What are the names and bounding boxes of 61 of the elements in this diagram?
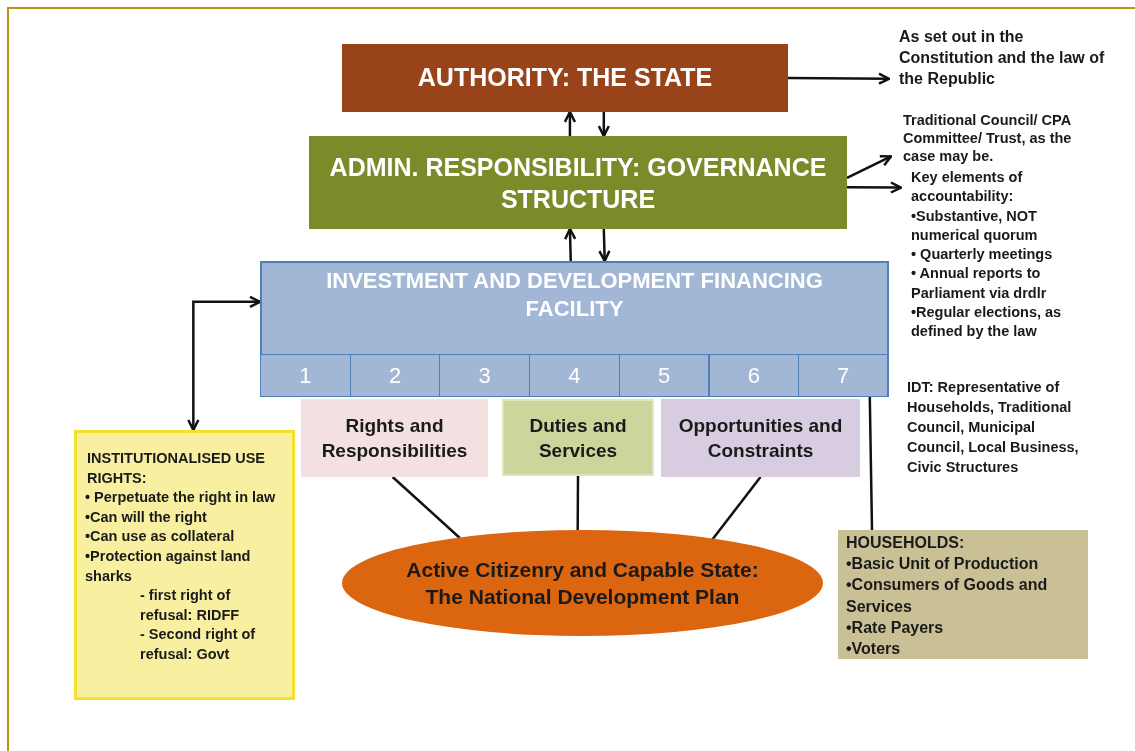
box-label: Active Citizenry and Capable State: The National Development Plan — [405, 557, 760, 610]
box-heading: HOUSEHOLDS: — [846, 533, 966, 553]
table-cell — [439, 354, 531, 397]
box-label: ADMIN. RESPONSIBILITY: GOVERNANCE STRUCTURE — [328, 151, 828, 215]
annotation-text: Key elements of accountability: — [911, 168, 1024, 207]
list-item: - Second right of refusal: Govt — [139, 625, 257, 664]
process-box — [661, 399, 860, 477]
table-cell — [349, 354, 441, 397]
list-item: •Can use as collateral — [85, 527, 236, 547]
list-item: •Rate Payers — [846, 617, 945, 638]
annotation-text: •Regular elections, as defined by the law — [911, 303, 1063, 342]
arrow — [847, 181, 903, 194]
list-item: •Basic Unit of Production — [846, 554, 1040, 575]
list-item: •Protection against land sharks — [85, 546, 252, 586]
note-box — [74, 430, 295, 700]
box-label: 5 — [658, 361, 671, 390]
annotation-text: • Annual reports to Parliament via drdlr — [911, 264, 1048, 303]
connector-line — [868, 394, 874, 531]
process-box — [342, 44, 788, 112]
box-label: Opportunities and Constraints — [677, 414, 844, 463]
process-box — [301, 399, 488, 477]
arrow — [563, 110, 577, 136]
arrow — [788, 72, 891, 85]
connector-line — [576, 476, 580, 530]
box-label: 6 — [747, 361, 760, 390]
process-box — [502, 399, 654, 476]
list-item: •Can will the right — [85, 507, 208, 527]
box-label: AUTHORITY: THE STATE — [417, 62, 713, 94]
box-label: Duties and Services — [528, 413, 628, 463]
annotation-text: As set out in the Constitution and the law of the Republic — [899, 27, 1106, 89]
table-cell — [618, 354, 710, 397]
list-item: •Voters — [846, 639, 902, 659]
process-box — [309, 136, 847, 229]
note-box — [838, 530, 1088, 659]
table-cell — [260, 354, 351, 397]
annotation-text: •Substantive, NOT numerical quorum — [911, 206, 1039, 245]
table-cell — [529, 354, 620, 397]
table-cell — [708, 354, 800, 397]
annotation-text: Traditional Council/ CPA Committee/ Trust, as the case may be. — [903, 111, 1073, 165]
arrow — [846, 155, 893, 179]
facility-panel — [260, 261, 889, 397]
arrow — [187, 295, 262, 432]
arrow — [563, 227, 577, 262]
box-label: Rights and Responsibilities — [320, 414, 469, 463]
box-label: 3 — [478, 361, 491, 390]
list-item: • Perpetuate the right in law — [85, 488, 277, 508]
annotation-text: IDT: Representative of Households, Traditional Council, Municipal Council, Local Business, Civic Structures — [907, 378, 1080, 477]
arrow — [598, 228, 611, 263]
box-label: INVESTMENT AND DEVELOPMENT FINANCING FACILITY — [325, 267, 824, 323]
arrow — [597, 112, 611, 138]
connector-line — [711, 476, 762, 541]
box-label: 2 — [388, 361, 402, 390]
table-cell — [798, 354, 888, 397]
box-label: 7 — [836, 361, 850, 390]
connector-line — [391, 476, 461, 539]
annotation-text: • Quarterly meetings — [911, 245, 1054, 265]
list-item: •Consumers of Goods and Services — [846, 575, 1049, 617]
list-item: - first right of refusal: RIDFF — [139, 586, 241, 625]
box-label: 1 — [299, 361, 312, 390]
box-label: 4 — [568, 361, 581, 390]
box-heading: INSTITUTIONALISED USE RIGHTS: — [86, 449, 267, 488]
